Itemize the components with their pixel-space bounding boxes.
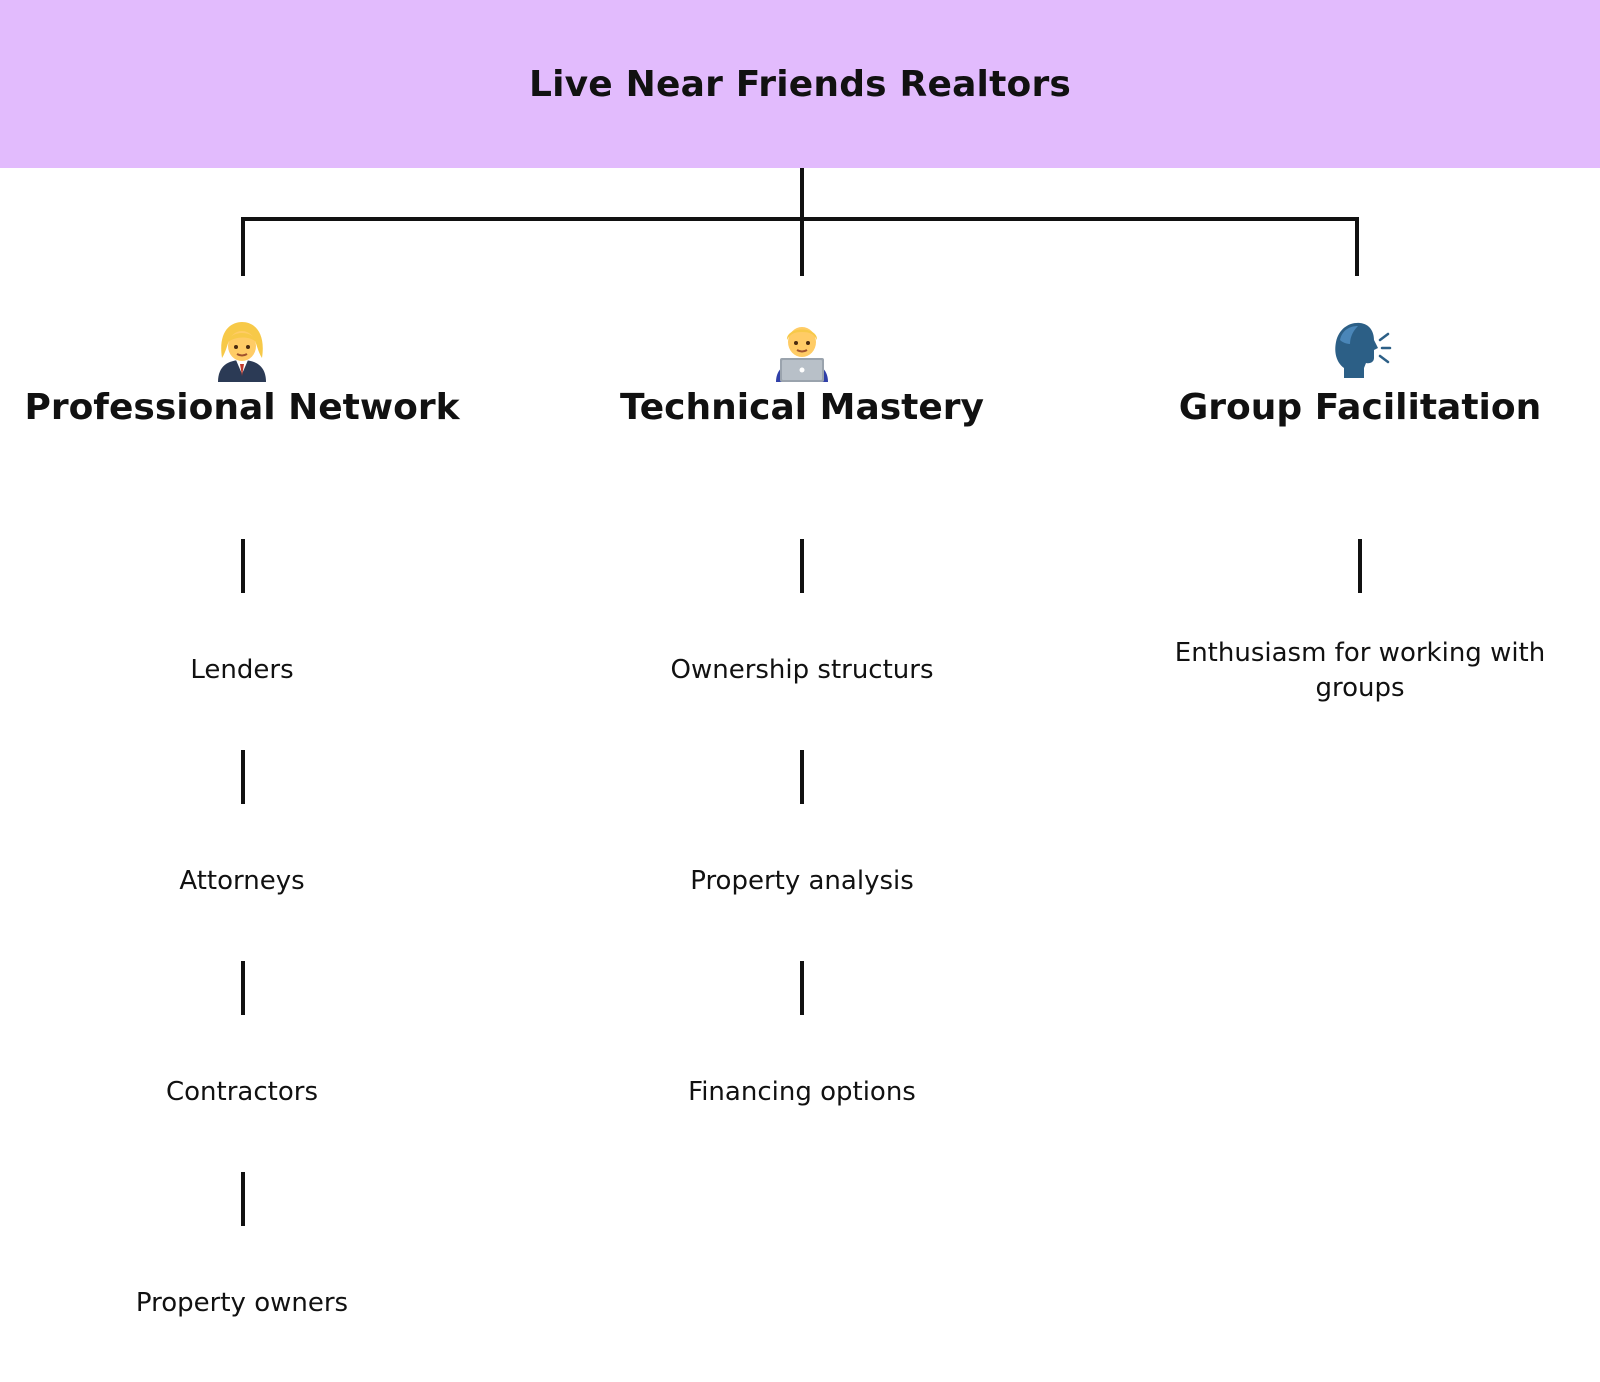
list-item: Attorneys [179, 866, 305, 896]
diagram-header: Live Near Friends Realtors [0, 0, 1600, 168]
category-title-technical-mastery: Technical Mastery [619, 387, 985, 428]
diagram-title: Live Near Friends Realtors [528, 63, 1072, 105]
office-worker-woman-icon [210, 318, 274, 382]
speaking-head-icon [1328, 318, 1392, 382]
technologist-laptop-icon [770, 318, 834, 382]
category-title-professional-network: Professional Network [24, 387, 460, 428]
connector-technical-1 [800, 539, 804, 593]
list-item: Property analysis [690, 866, 914, 896]
connector-professional-1 [241, 539, 245, 593]
list-item: Lenders [190, 655, 294, 685]
connector-technical-3 [800, 961, 804, 1015]
list-item: Ownership structurs [670, 655, 934, 685]
branch-drop-group [1355, 217, 1359, 276]
list-item: Enthusiasm for working with groups [1174, 638, 1546, 703]
connector-technical-2 [800, 750, 804, 804]
branch-drop-professional [241, 217, 245, 276]
list-item: Property owners [135, 1288, 349, 1318]
connector-professional-2 [241, 750, 245, 804]
connector-group-1 [1358, 539, 1362, 593]
list-item: Financing options [688, 1077, 916, 1107]
connector-professional-3 [241, 961, 245, 1015]
branch-drop-technical [800, 217, 804, 276]
category-title-group-facilitation: Group Facilitation [1178, 387, 1542, 428]
connector-professional-4 [241, 1172, 245, 1226]
list-item: Contractors [166, 1077, 318, 1107]
